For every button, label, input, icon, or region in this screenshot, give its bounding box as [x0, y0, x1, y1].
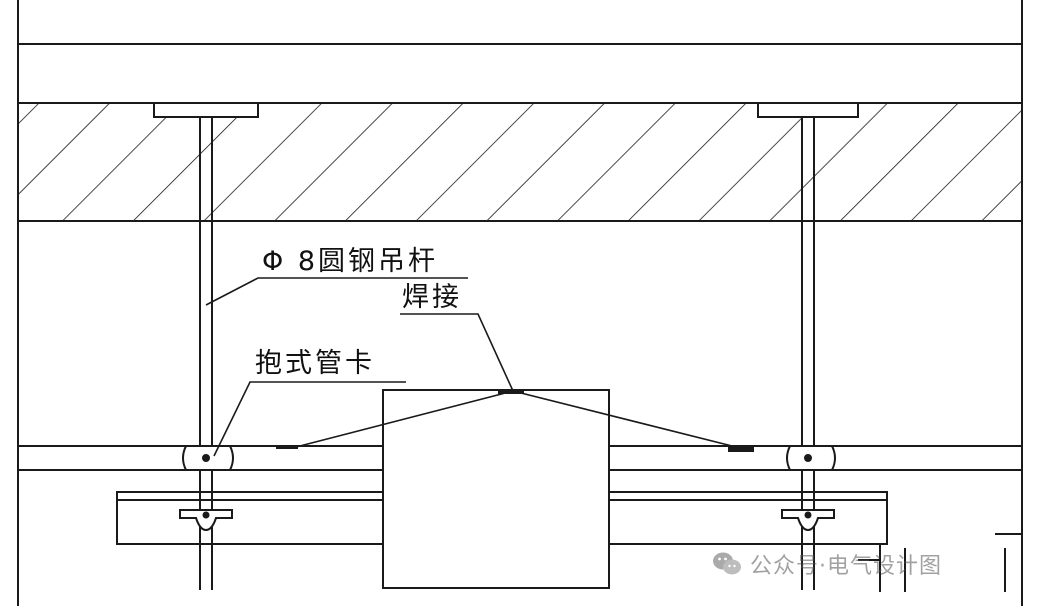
pipe-clamp-right [786, 445, 836, 471]
pipe-clamp-left [182, 445, 234, 471]
watermark-text: 公众号·电气设计图 [750, 554, 942, 579]
tray-clamp-left [179, 509, 233, 532]
label-round-steel-rod: Φ 8圆钢吊杆 [262, 246, 439, 277]
watermark: 公众号·电气设计图 [712, 548, 942, 580]
label-welding: 焊接 [402, 282, 462, 313]
leader-rod [205, 277, 468, 306]
junction-box [382, 389, 610, 589]
weld-marks [276, 389, 754, 452]
lower-right-marks [858, 533, 1022, 592]
leader-clamp [213, 381, 406, 457]
label-clamp: 抱式管卡 [255, 348, 375, 379]
anchor-plate-left [153, 102, 259, 118]
concrete-slab [18, 102, 1022, 222]
tie-wires [295, 390, 745, 450]
frame-walls [17, 0, 1023, 606]
wechat-icon [713, 552, 741, 575]
leader-weld [400, 313, 514, 392]
tray-clamp-right [781, 509, 835, 532]
anchor-plate-right [757, 102, 859, 118]
